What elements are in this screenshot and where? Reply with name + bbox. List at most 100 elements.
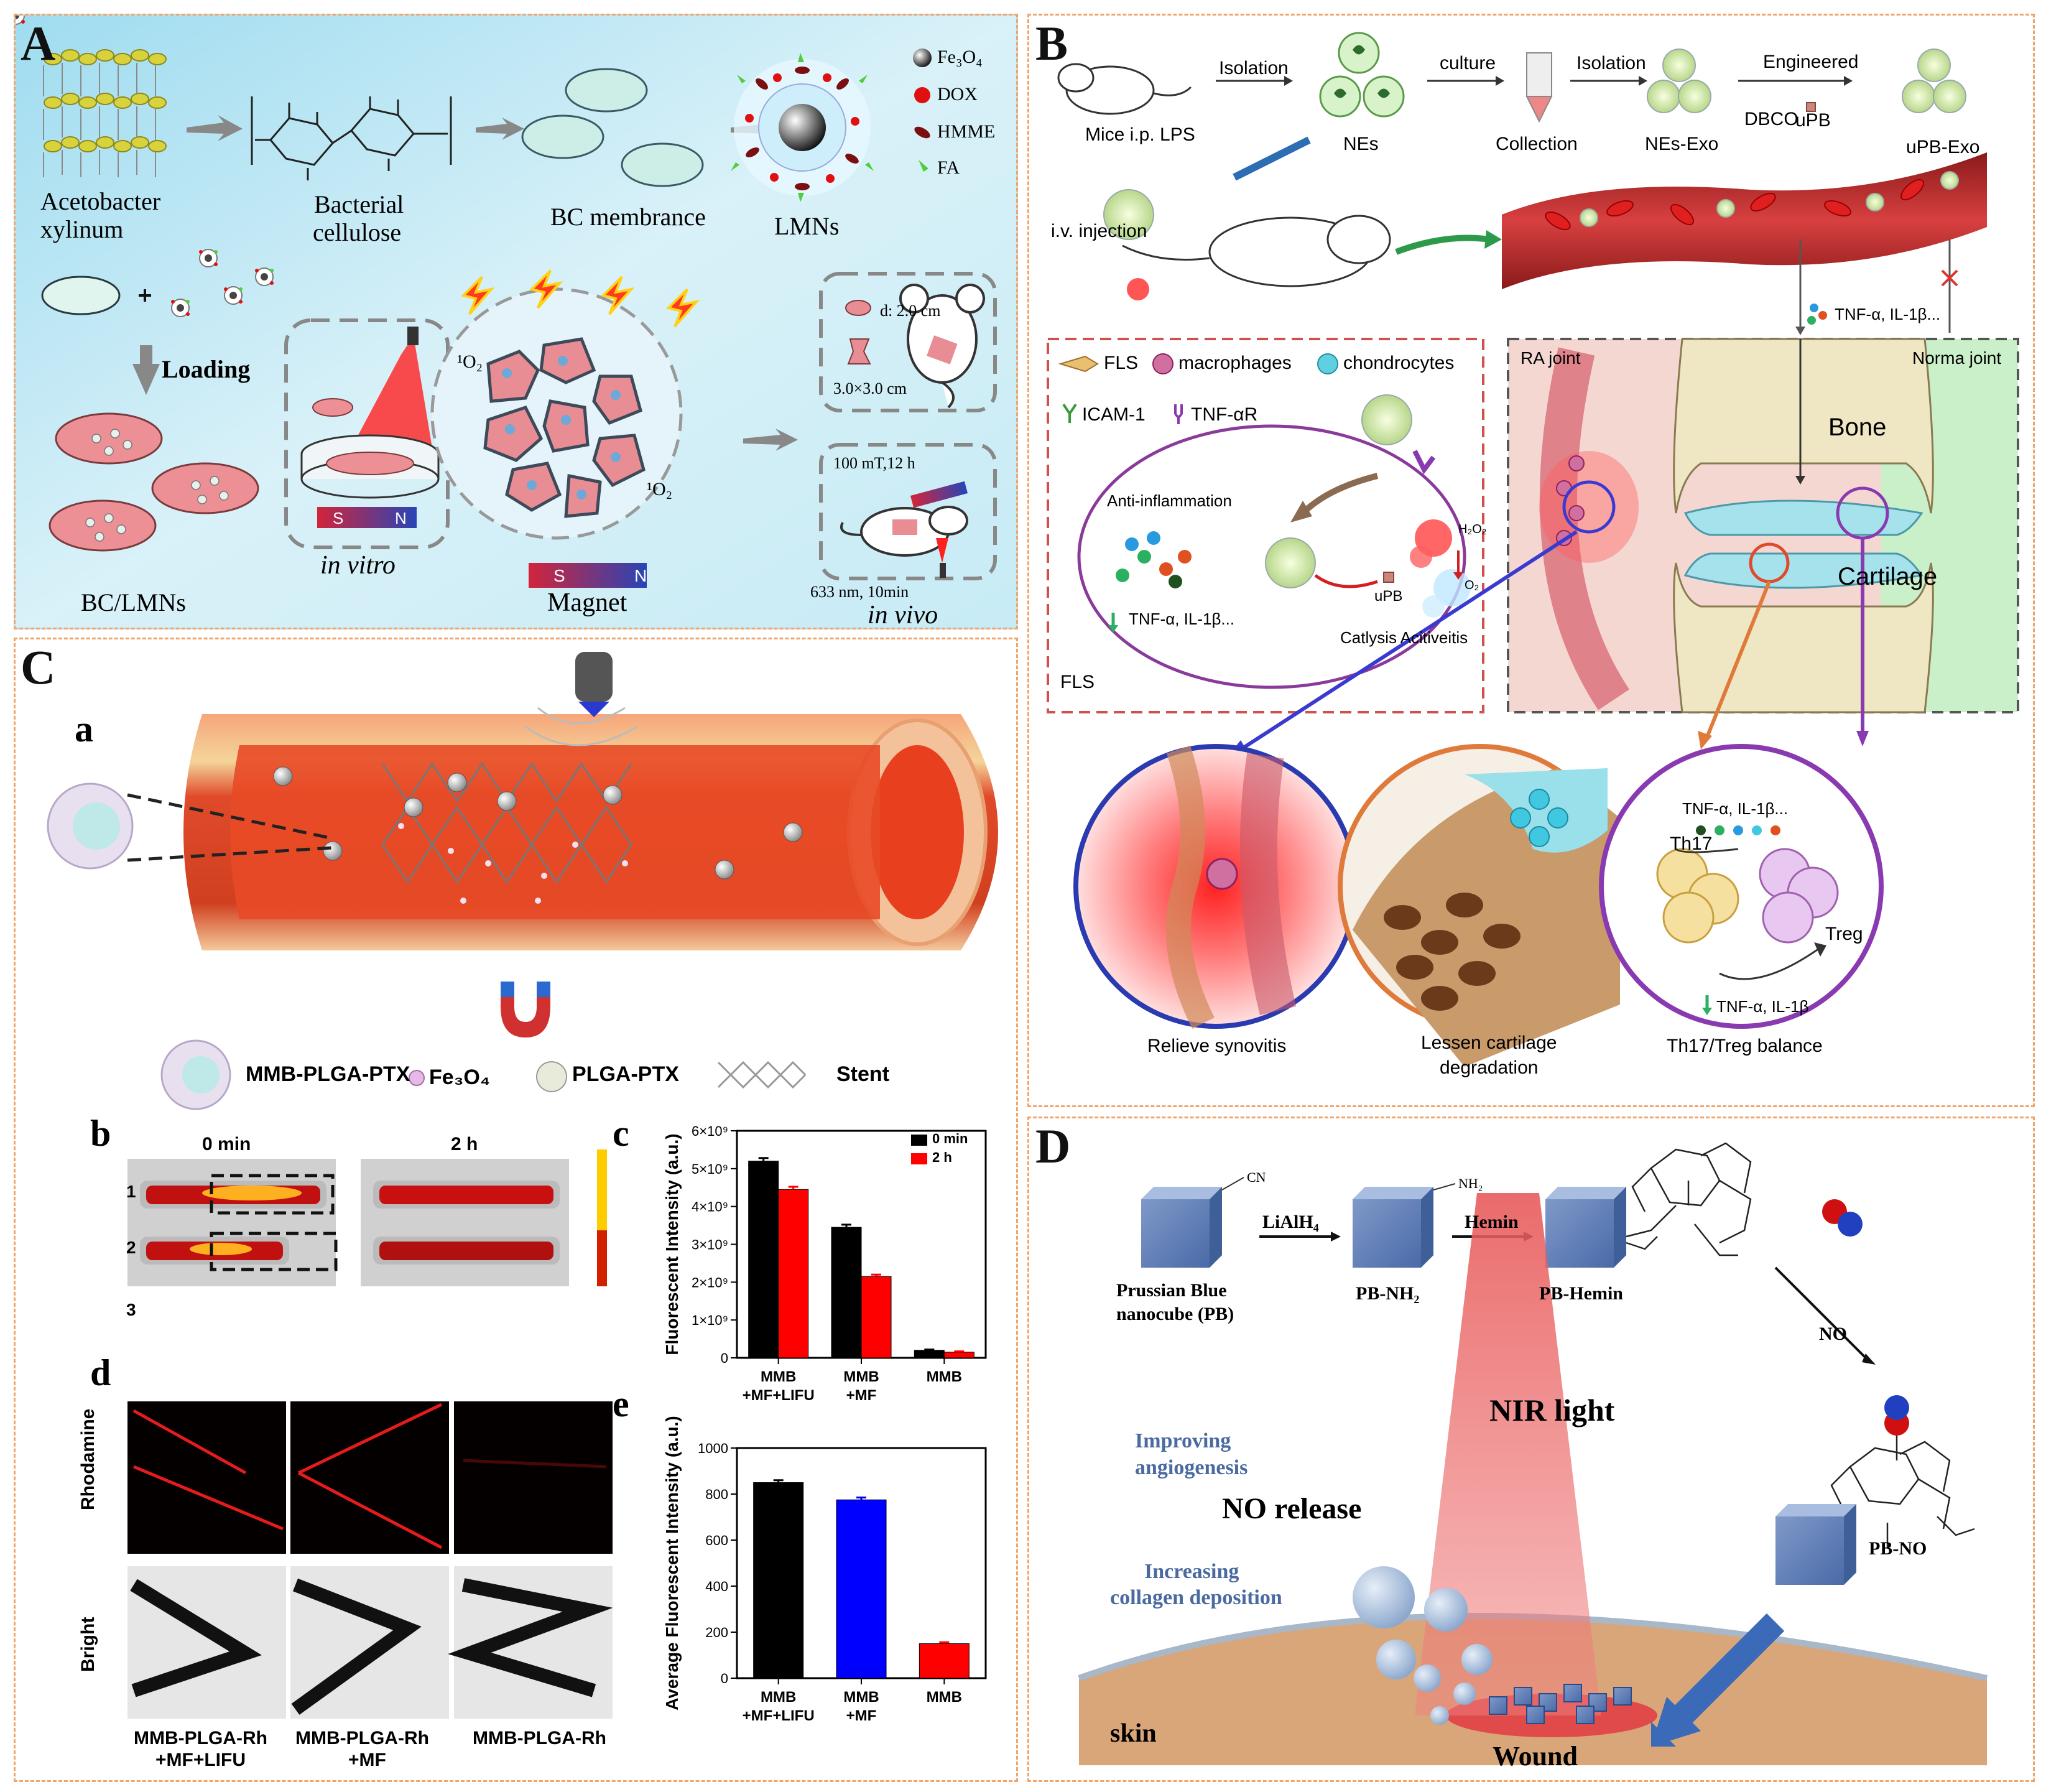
lightning-icons xyxy=(461,269,700,328)
hemin-structure xyxy=(1626,1142,1752,1256)
chart-e-ytick-label: 1000 xyxy=(698,1441,728,1456)
mouse-injection xyxy=(1122,215,1391,287)
pb-hemin-label: PB-Hemin xyxy=(1539,1283,1623,1304)
chart-e-xtick-label: MMB xyxy=(927,1689,962,1706)
fls-cell-label: FLS xyxy=(1060,672,1095,692)
lessen-cartilage-label-2: degradation xyxy=(1440,1057,1539,1078)
subpanel-d-label: d xyxy=(90,1352,111,1393)
chart-c-legend-swatch xyxy=(911,1153,927,1164)
cytokines-label: TNF-α, IL-1β... xyxy=(1835,305,1941,323)
dbco-label: DBCO xyxy=(1744,109,1798,129)
nes-exo-label: NEs-Exo xyxy=(1645,134,1719,154)
legend-hmme: HMME xyxy=(937,121,996,142)
chart-e-bar xyxy=(919,1643,970,1679)
rhodamine-image-3 xyxy=(454,1401,613,1554)
panel-c-label: C xyxy=(21,640,56,694)
hmme-icon xyxy=(914,126,930,139)
chart-c-ylabel: Fluorescent Intensity (a.u.) xyxy=(662,1133,682,1355)
acetobacter-bacteria xyxy=(44,49,167,152)
chart-e-xtick-label: MMB xyxy=(843,1689,879,1706)
lialh4-label: LiAlH₄ xyxy=(1262,1212,1319,1232)
magnet-large-n: N xyxy=(634,566,647,585)
wound-cubes xyxy=(1489,1684,1632,1724)
panel-d-label: D xyxy=(1035,1119,1071,1173)
fe3o4-icon xyxy=(913,49,932,67)
magnet-small xyxy=(317,507,417,528)
pb-cube xyxy=(1141,1187,1222,1268)
panel-c-art xyxy=(47,652,998,1286)
upb-small-label: uPB xyxy=(1374,588,1403,605)
blood-vessel xyxy=(1502,152,1987,289)
pb-hemin-cube xyxy=(1545,1187,1626,1268)
pb-nh2-cube xyxy=(1353,1187,1433,1268)
normal-joint-label: Norma joint xyxy=(1912,348,2002,368)
panel-a: A Acetobacter xylinum Bacterial cellulos… xyxy=(14,14,1018,629)
chart-c-svg: 01×10⁹2×10⁹3×10⁹4×10⁹5×10⁹6×10⁹Fluoresce… xyxy=(662,1123,987,1724)
th17-treg-balance-label: Th17/Treg balance xyxy=(1667,1036,1823,1056)
rhodamine-label: Rhodamine xyxy=(78,1408,98,1510)
tnf-top-label: TNF-α, IL-1β... xyxy=(1682,799,1789,818)
magnet-label: Magnet xyxy=(547,588,627,617)
pb-label-1: Prussian Blue xyxy=(1116,1280,1227,1301)
singlet-oxygen-1: ¹O₂ xyxy=(457,351,483,372)
legend-icam-1: ICAM-1 xyxy=(1082,404,1146,425)
upb-exo xyxy=(1902,49,1966,113)
chart-e-ytick-label: 800 xyxy=(705,1487,728,1502)
loading-label: Loading xyxy=(162,355,251,383)
cartilage-label: Cartilage xyxy=(1838,563,1938,590)
bc-lmns-membranes xyxy=(49,412,259,552)
legend-fe3o4: Fe₃O₄ xyxy=(937,47,983,67)
nir-light-label: NIR light xyxy=(1489,1393,1615,1428)
icam-1-icon xyxy=(1062,403,1077,423)
legend-chondrocytes: chondrocytes xyxy=(1343,353,1455,373)
no-label: NO xyxy=(1819,1324,1847,1344)
legend-stent-icon xyxy=(717,1061,807,1089)
macrophage-icon xyxy=(1152,353,1173,374)
h2o2-label: H₂O₂ xyxy=(1458,522,1487,536)
plus-sign xyxy=(139,289,151,302)
chart-c-bar xyxy=(831,1227,862,1358)
relieve-synovitis-label: Relieve synovitis xyxy=(1147,1036,1287,1056)
chondrocyte-icon xyxy=(1317,353,1338,374)
acetobacter-label-2: xylinum xyxy=(40,215,124,243)
bone-label: Bone xyxy=(1828,414,1887,441)
time-0min-label: 0 min xyxy=(202,1134,251,1154)
tnf-down-label: TNF-α, IL-1β... xyxy=(1129,610,1235,628)
row-2-label: 2 xyxy=(126,1238,136,1257)
legend-tnf-ar: TNF-αR xyxy=(1191,404,1258,425)
th17-label: Th17 xyxy=(1670,833,1713,854)
ra-joint-label: RA joint xyxy=(1521,348,1581,368)
bc-membranes xyxy=(521,68,704,187)
legend-fe3o4-icon xyxy=(409,1070,425,1086)
chart-c-ytick-label: 4×10⁹ xyxy=(692,1199,728,1215)
legend-plga-ptx-icon xyxy=(536,1061,567,1092)
chart-c-xtick-label: +MF xyxy=(846,1387,877,1404)
field-label: 100 mT,12 h xyxy=(833,454,915,472)
treg-label: Treg xyxy=(1825,924,1863,944)
chart-c-ytick-label: 2×10⁹ xyxy=(692,1274,728,1290)
chart-e-ytick-label: 600 xyxy=(705,1533,728,1548)
pb-label-2: nanocube (PB) xyxy=(1116,1304,1234,1324)
nh2-label: NH₂ xyxy=(1458,1176,1483,1191)
dox-icon xyxy=(914,87,930,103)
legend-plga-ptx-label: PLGA-PTX xyxy=(572,1062,679,1086)
o2-label: O₂ xyxy=(1465,578,1479,592)
d-label-1a: MMB-PLGA-Rh xyxy=(134,1728,267,1748)
image-2h xyxy=(361,1159,569,1286)
magnet-small-n: N xyxy=(395,509,407,527)
d-label-1b: +MF+LIFU xyxy=(155,1750,246,1770)
skin-label: skin xyxy=(1110,1719,1157,1748)
no-bubbles xyxy=(1353,1566,1493,1725)
magnet-large-s: S xyxy=(553,566,565,585)
collection-tube xyxy=(1525,52,1553,123)
bc-membrance-label: BC membrance xyxy=(550,203,706,231)
mouse-side xyxy=(840,506,968,557)
d-label-2b: +MF xyxy=(348,1750,386,1770)
no-molecule-icon xyxy=(1822,1199,1863,1237)
in-vivo-label: in vivo xyxy=(868,601,938,629)
pb-no-label: PB-NO xyxy=(1869,1538,1927,1559)
singlet-oxygen-2: ¹O₂ xyxy=(647,479,673,499)
row-1-label: 1 xyxy=(126,1182,136,1201)
no-release-label: NO release xyxy=(1222,1492,1362,1525)
